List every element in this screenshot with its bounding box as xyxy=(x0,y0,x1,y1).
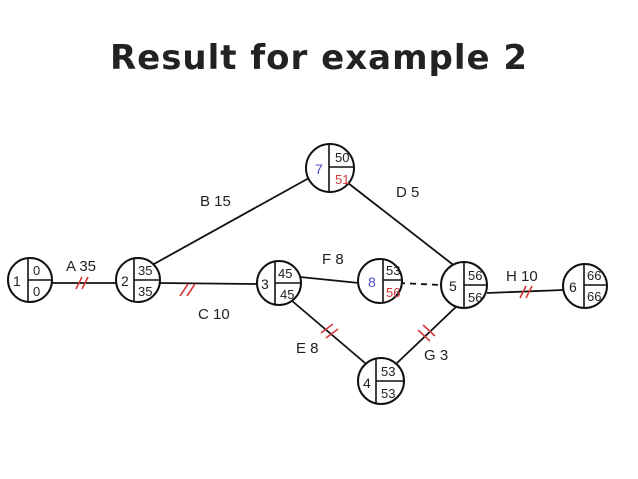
edge-b xyxy=(153,177,310,265)
node-3-id: 3 xyxy=(261,276,269,292)
critical-mark-a xyxy=(75,276,89,290)
activity-label-f: F 8 xyxy=(322,251,344,268)
node-1-late: 0 xyxy=(33,284,40,299)
activity-label-h: H 10 xyxy=(506,268,538,285)
edge-f xyxy=(299,276,360,284)
node-5-early: 56 xyxy=(468,268,482,283)
edge-c xyxy=(158,282,259,285)
node-2-late: 35 xyxy=(138,284,152,299)
node-4-early: 53 xyxy=(381,364,395,379)
activity-label-g: G 3 xyxy=(424,347,448,364)
node-8-early: 53 xyxy=(386,263,400,278)
node-8: 8 53 56 xyxy=(357,258,403,304)
node-7: 7 50 51 xyxy=(305,143,355,193)
node-4-id: 4 xyxy=(363,375,371,391)
activity-label-a: A 35 xyxy=(66,258,96,275)
page-title: Result for example 2 xyxy=(109,38,529,78)
node-7-early: 50 xyxy=(335,150,349,165)
node-5-late: 56 xyxy=(468,290,482,305)
critical-mark-g xyxy=(417,324,436,342)
node-3: 3 45 45 xyxy=(256,260,302,306)
node-2-early: 35 xyxy=(138,263,152,278)
node-8-id: 8 xyxy=(368,274,376,290)
node-8-late: 56 xyxy=(386,285,400,300)
node-1-id: 1 xyxy=(13,273,21,289)
activity-label-b: B 15 xyxy=(200,193,231,210)
node-5: 5 56 56 xyxy=(440,261,488,309)
node-6-early: 66 xyxy=(587,268,601,283)
node-1-early: 0 xyxy=(33,263,40,278)
critical-mark-c xyxy=(179,283,196,297)
node-2-id: 2 xyxy=(121,273,129,289)
node-6-id: 6 xyxy=(569,279,577,295)
edge-d xyxy=(347,182,457,268)
node-3-early: 45 xyxy=(278,266,292,281)
node-2: 2 35 35 xyxy=(115,257,161,303)
edge-g xyxy=(396,304,459,364)
node-4-late: 53 xyxy=(381,386,395,401)
edge-e xyxy=(290,299,366,364)
node-3-late: 45 xyxy=(280,287,294,302)
node-6-late: 66 xyxy=(587,289,601,304)
node-7-id: 7 xyxy=(315,161,323,177)
activity-label-c: C 10 xyxy=(198,306,230,323)
edge-h xyxy=(486,289,564,294)
critical-mark-e xyxy=(320,323,339,339)
activity-label-e: E 8 xyxy=(296,340,319,357)
node-4: 4 53 53 xyxy=(357,357,405,405)
critical-mark-h xyxy=(519,285,533,299)
node-1: 1 0 0 xyxy=(7,257,53,303)
node-6: 6 66 66 xyxy=(562,263,608,309)
dummy-edge xyxy=(398,282,442,286)
activity-label-d: D 5 xyxy=(396,184,419,201)
node-7-late: 51 xyxy=(335,172,349,187)
node-5-id: 5 xyxy=(449,278,457,294)
